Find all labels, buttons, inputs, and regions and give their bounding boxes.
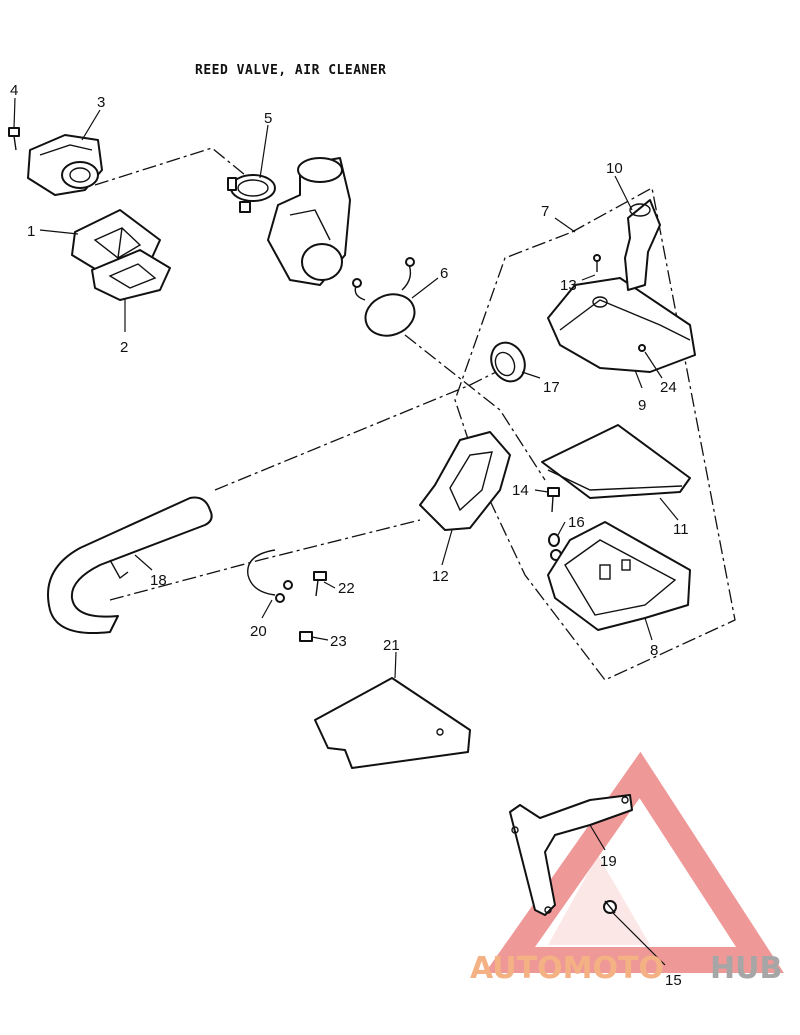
hose-clip-20 [247,549,293,603]
callout-9: 9 [638,397,646,414]
nut-23 [299,631,313,642]
callout-22: 22 [338,580,355,597]
callout-24: 24 [660,379,677,396]
air-cleaner-cover-9 [547,277,696,373]
air-cleaner-case-8 [547,521,691,631]
screw-24 [638,344,646,352]
bolt-15 [603,900,617,914]
callout-18: 18 [150,572,167,589]
leader-lines [13,97,679,966]
watermark-text: AUTOMOTO HUB [470,951,782,986]
bolt-22 [313,571,327,597]
callout-1: 1 [27,223,35,240]
diagram-title: REED VALVE, AIR CLEANER [195,63,387,78]
watermark-logo [484,751,784,973]
callout-19: 19 [600,853,617,870]
callout-14: 14 [512,482,529,499]
callout-11: 11 [673,521,689,538]
gasket-2 [91,249,171,301]
hose-routing-line [94,147,246,186]
callout-3: 3 [97,94,105,111]
pad-21 [314,677,471,769]
connecting-tube-12 [419,431,511,531]
hose-routing-line-4 [404,334,546,481]
callout-13: 13 [560,277,577,294]
callout-17: 17 [543,379,560,396]
intake-manifold [267,157,351,286]
callout-21: 21 [383,637,400,654]
hose-clamp-6 [352,257,416,337]
watermark-brand-a: AUTOMOTO [470,951,664,986]
callout-5: 5 [264,110,272,127]
breather-hose-18 [47,496,213,634]
screw-13 [593,254,601,272]
callout-20: 20 [250,623,267,640]
callout-15: 15 [665,972,682,989]
callout-2: 2 [120,339,128,356]
grommet-17 [490,341,526,383]
watermark-brand-b: HUB [710,951,782,986]
callout-10: 10 [606,160,623,177]
bolt-4 [8,127,20,151]
air-filter-element-11 [541,424,691,499]
callout-6: 6 [440,265,448,282]
callout-23: 23 [330,633,347,650]
hose-clamp-5 [227,174,276,213]
reed-valve-insulator-3 [27,134,103,196]
callout-16: 16 [568,514,585,531]
intake-snorkel-10 [624,199,661,291]
callout-labels: 4 3 1 2 5 6 7 10 13 9 24 17 14 16 11 12 … [10,82,689,989]
callout-8: 8 [650,642,658,659]
callout-4: 4 [10,82,18,99]
callout-7: 7 [541,203,549,220]
bolt-14 [547,487,560,513]
hose-routing-line-3 [109,519,421,601]
callout-12: 12 [432,568,449,585]
